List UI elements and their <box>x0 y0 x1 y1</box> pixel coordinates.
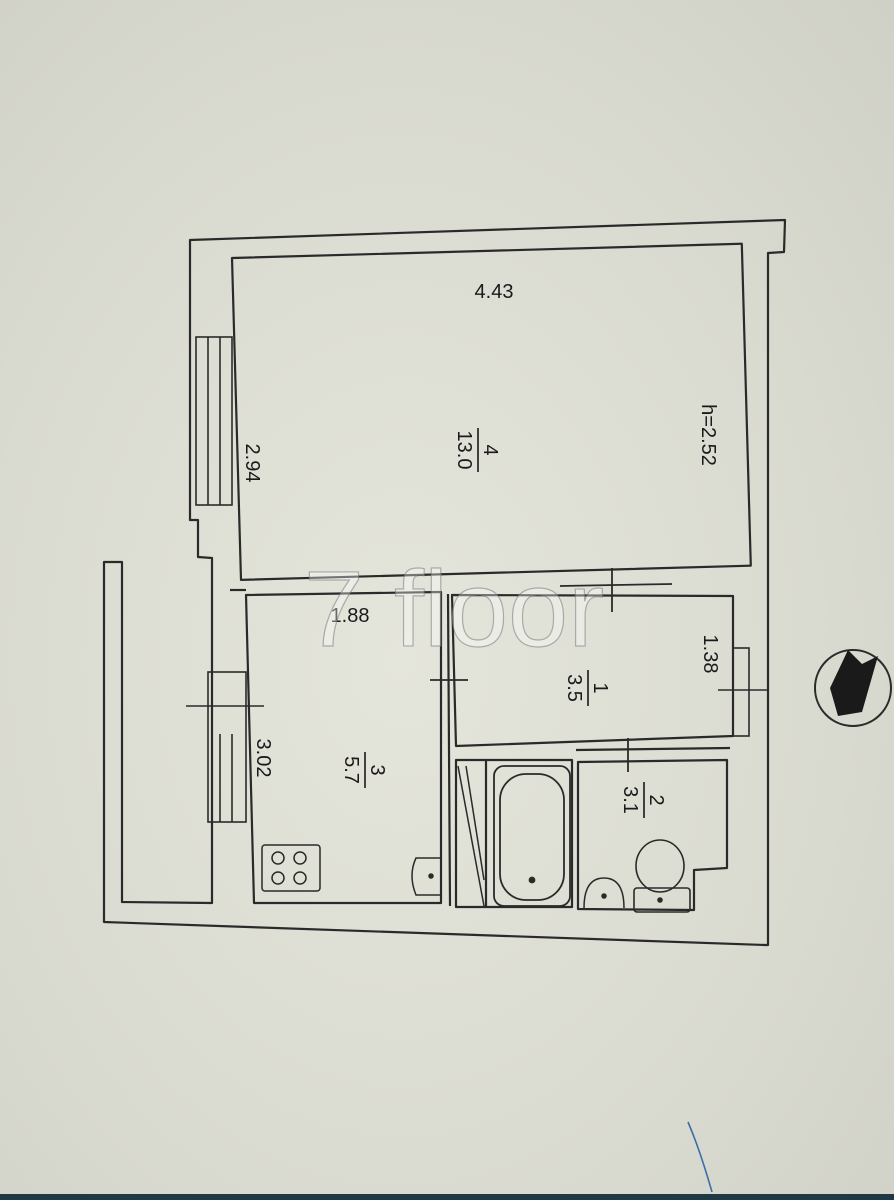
window-lower <box>186 671 264 823</box>
room-4-area: 13.0 <box>453 431 475 470</box>
door-ticks <box>430 568 673 772</box>
dimension-ceiling-height: h=2.52 <box>697 404 719 466</box>
pen-stroke <box>687 1121 713 1193</box>
bathtub-icon <box>493 765 571 907</box>
orientation-mark-icon <box>814 649 892 727</box>
room-bath-outline <box>454 758 574 909</box>
wc-sink-icon <box>583 877 625 909</box>
room-2-area: 3.1 <box>619 786 641 814</box>
dimension-hall-right: 1.38 <box>699 635 721 674</box>
room-1-area: 3.5 <box>563 674 585 702</box>
room-2-outline <box>576 758 729 912</box>
outer-wall <box>102 218 787 947</box>
room-3-number: 3 <box>366 764 388 775</box>
bath-door <box>457 765 485 907</box>
stove-icon <box>261 844 321 892</box>
room-1-number: 1 <box>589 682 611 693</box>
toilet-icon <box>633 839 691 913</box>
dimension-top-width: 4.43 <box>475 281 514 303</box>
room-4-outline <box>230 242 752 581</box>
dimension-left-upper: 2.94 <box>241 444 263 483</box>
room-4-number: 4 <box>479 444 501 455</box>
watermark: 7 floor <box>304 548 604 669</box>
room-3-outline <box>244 590 443 905</box>
room-2-number: 2 <box>645 794 667 805</box>
window-upper <box>195 336 233 506</box>
kitchen-sink-icon <box>411 857 440 896</box>
dimension-kitchen-width: 1.88 <box>331 605 370 627</box>
window-right <box>718 647 768 737</box>
dimension-left-lower: 3.02 <box>252 739 274 778</box>
bottom-bar <box>0 1194 894 1200</box>
room-3-area: 5.7 <box>340 756 362 784</box>
